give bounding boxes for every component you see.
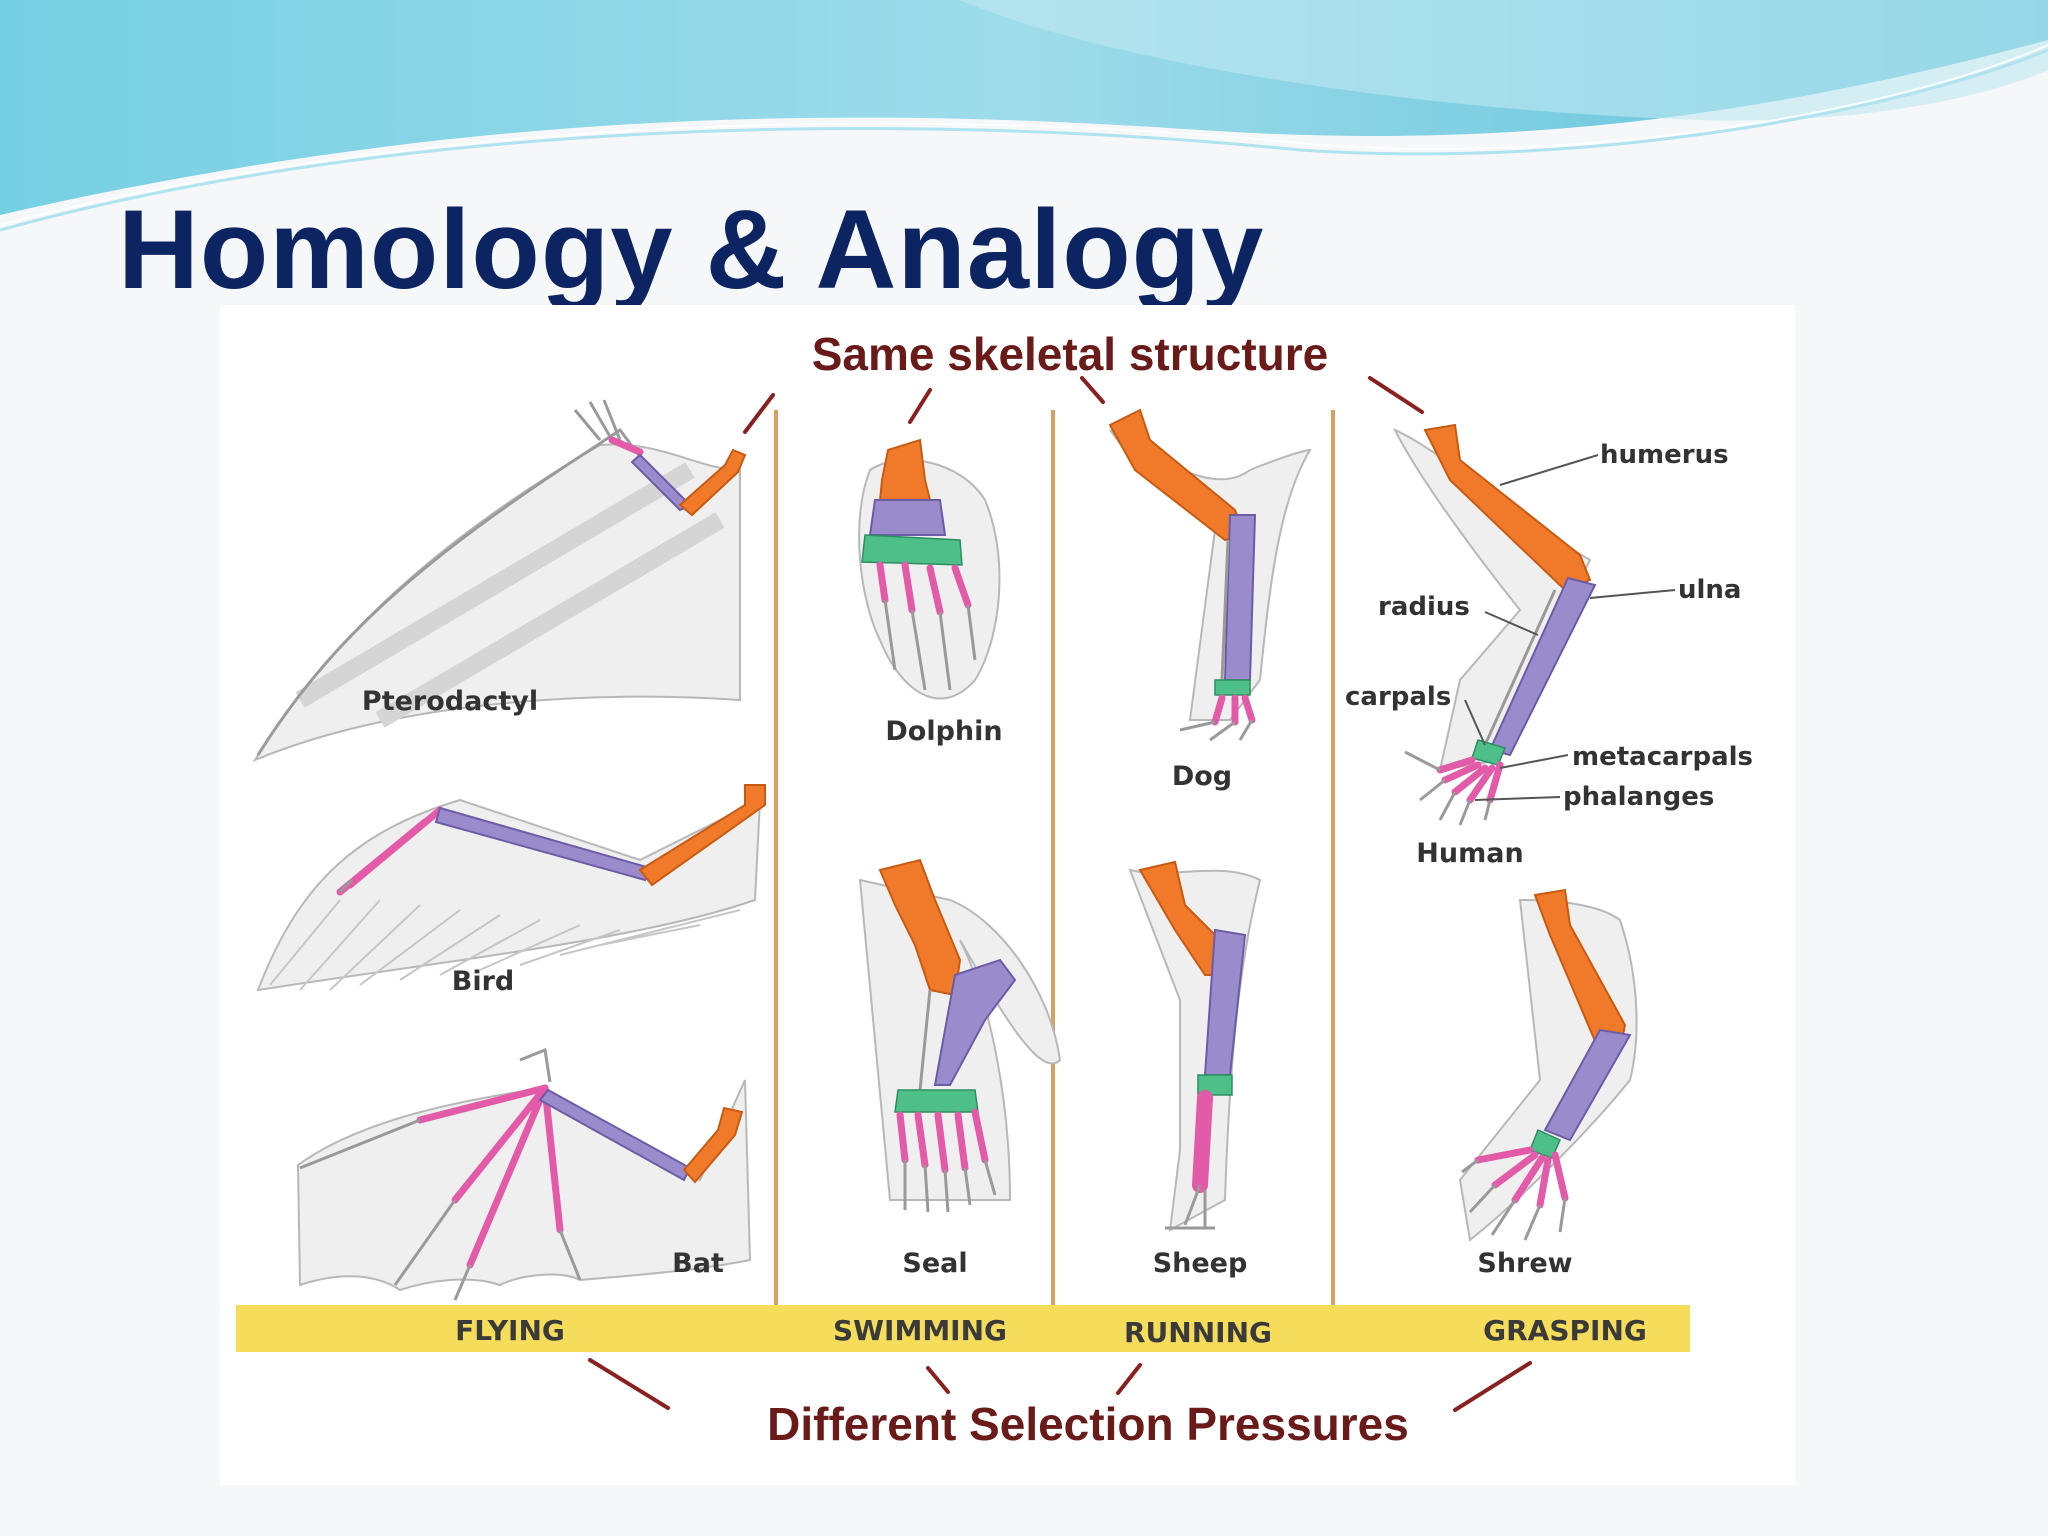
caption-bracket (588, 1358, 670, 1410)
category-band (236, 1305, 1690, 1352)
dog-leg-illustration (1108, 408, 1312, 742)
label-shrew: Shrew (1477, 1248, 1572, 1279)
label-metacarpals: metacarpals (1572, 742, 1753, 772)
pterodactyl-wing-illustration (252, 399, 747, 763)
top-caption: Same skeletal structure (812, 328, 1329, 380)
bird-wing-illustration (256, 784, 766, 992)
label-phalanges: phalanges (1563, 782, 1714, 812)
wave-header-decoration (0, 0, 2048, 232)
label-ulna: ulna (1678, 575, 1741, 605)
caption-bracket (908, 388, 932, 424)
caption-bracket (1368, 376, 1424, 414)
leader-humerus (1499, 454, 1599, 486)
caption-bracket (1116, 1363, 1142, 1395)
label-sheep: Sheep (1153, 1248, 1248, 1279)
caption-bracket (1453, 1361, 1532, 1412)
sheep-leg-illustration (1128, 860, 1262, 1232)
category-swimming: SWIMMING (833, 1314, 1007, 1347)
caption-bracket (926, 1366, 950, 1394)
label-dog: Dog (1172, 761, 1232, 792)
category-running: RUNNING (1124, 1316, 1272, 1349)
label-dolphin: Dolphin (885, 716, 1002, 747)
leader-radius (1484, 611, 1539, 636)
bottom-caption: Different Selection Pressures (767, 1398, 1409, 1450)
bat-wing-illustration (296, 1047, 752, 1301)
label-pterodactyl: Pterodactyl (362, 686, 538, 717)
human-arm-illustration (1392, 423, 1597, 826)
label-bird: Bird (452, 966, 514, 997)
label-radius: radius (1378, 592, 1470, 622)
label-seal: Seal (902, 1248, 967, 1279)
leader-metacarpals (1499, 754, 1569, 769)
category-grasping: GRASPING (1483, 1314, 1647, 1347)
label-humerus: humerus (1600, 440, 1729, 470)
slide-title: Homology & Analogy (118, 187, 1265, 312)
leader-phalanges (1474, 796, 1561, 801)
label-bat: Bat (672, 1248, 724, 1279)
label-carpals: carpals (1345, 682, 1451, 712)
leader-ulna (1589, 589, 1676, 599)
caption-bracket (743, 393, 775, 434)
dolphin-flipper-illustration (858, 438, 1001, 700)
shrew-arm-illustration (1458, 888, 1638, 1242)
category-flying: FLYING (455, 1314, 565, 1347)
seal-flipper-illustration (858, 858, 1062, 1213)
caption-bracket (1080, 376, 1105, 404)
leader-carpals (1464, 699, 1486, 746)
label-human: Human (1416, 838, 1523, 869)
